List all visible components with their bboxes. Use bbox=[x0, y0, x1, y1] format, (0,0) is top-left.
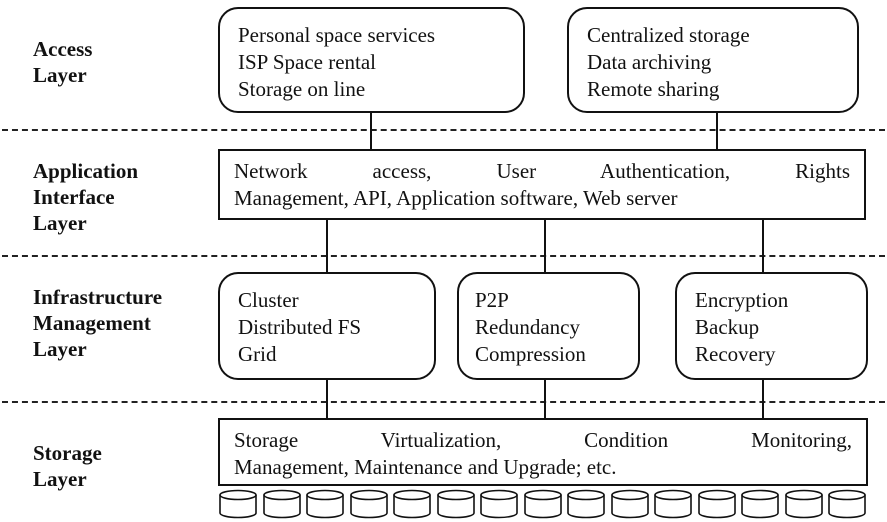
connector-cluster-to-storage bbox=[326, 379, 328, 419]
disk-icon bbox=[654, 489, 692, 519]
disk-icon bbox=[610, 489, 649, 519]
disk-icon bbox=[567, 489, 605, 519]
connector-centralized-to-app bbox=[716, 112, 718, 150]
layer-label-storage: Storage Layer bbox=[33, 441, 102, 491]
disk-icon bbox=[523, 489, 562, 519]
disk-icon bbox=[436, 489, 475, 519]
connector-personal-to-app bbox=[370, 112, 372, 150]
personal-space-services-box: Personal space services ISP Space rental… bbox=[218, 7, 525, 113]
disk-icon bbox=[262, 489, 301, 519]
connector-app-to-p2p bbox=[544, 219, 546, 273]
disk-icon bbox=[784, 489, 823, 519]
connector-encryption-to-storage bbox=[762, 379, 764, 419]
layer-label-access: Access Layer bbox=[33, 37, 93, 87]
storage-box: Storage Virtualization, Condition Monito… bbox=[218, 418, 868, 486]
disk-icon bbox=[480, 489, 518, 519]
divider-infrastructure-storage bbox=[2, 401, 885, 403]
disk-icon bbox=[741, 489, 779, 519]
disk-icon bbox=[306, 489, 344, 519]
layer-label-infrastructure: Infrastructure Management Layer bbox=[33, 285, 163, 361]
connector-app-to-cluster bbox=[326, 219, 328, 273]
p2p-box: P2P Redundancy Compression bbox=[457, 272, 640, 380]
centralized-storage-box: Centralized storage Data archiving Remot… bbox=[567, 7, 859, 113]
disk-icon bbox=[697, 489, 736, 519]
layer-label-application: Application Interface Layer bbox=[33, 159, 139, 235]
cluster-box: Cluster Distributed FS Grid bbox=[218, 272, 436, 380]
divider-access-application bbox=[2, 129, 885, 131]
disk-icon bbox=[393, 489, 431, 519]
storage-disk-array bbox=[218, 489, 868, 519]
disk-icon bbox=[828, 489, 866, 519]
connector-app-to-encryption bbox=[762, 219, 764, 273]
connector-p2p-to-storage bbox=[544, 379, 546, 419]
divider-application-infrastructure bbox=[2, 255, 885, 257]
disk-icon bbox=[349, 489, 388, 519]
application-interface-box: Network access, User Authentication, Rig… bbox=[218, 149, 866, 220]
encryption-box: Encryption Backup Recovery bbox=[675, 272, 868, 380]
disk-icon bbox=[219, 489, 257, 519]
